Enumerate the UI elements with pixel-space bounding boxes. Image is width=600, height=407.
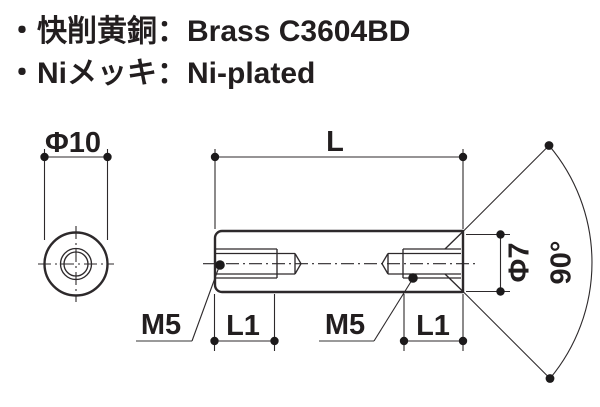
right-thread-label: M5 <box>325 309 365 341</box>
material-note-plating: ・Niメッキ：Ni-plated <box>7 57 315 90</box>
dimension-dot <box>496 287 505 296</box>
chamfer-edge <box>444 273 464 292</box>
dimension-dot <box>210 152 220 162</box>
right-tapped-hole <box>381 231 464 292</box>
left-tapped-hole <box>215 248 302 279</box>
length-label: L <box>326 126 344 158</box>
dimension-dot <box>103 152 112 162</box>
angle-arc <box>548 145 593 379</box>
length-dimension: L <box>210 126 468 229</box>
callout-leader-line <box>191 266 220 342</box>
dimension-dot <box>544 141 554 150</box>
dimension-dot <box>458 336 468 346</box>
leader-dot <box>215 260 225 270</box>
material-note-brass: ・快削黄銅：Brass C3604BD <box>7 14 410 48</box>
right-thread-callout: M5 <box>319 273 418 342</box>
dimension-dot <box>399 336 409 346</box>
drill-point-cone <box>381 253 389 265</box>
right-thread-depth-dimension: L1 <box>399 294 468 351</box>
chamfer-angle-label: 90° <box>546 241 578 285</box>
left-thread-callout: M5 <box>136 260 225 342</box>
angle-leg-upper <box>462 145 550 232</box>
dimension-dot <box>458 152 468 162</box>
angle-leg-lower <box>462 291 554 382</box>
front-diameter-label: Φ10 <box>45 127 101 159</box>
spacer-body-front <box>43 231 109 297</box>
front-view: Φ10 <box>38 127 114 302</box>
leader-dot <box>408 273 418 283</box>
dimension-dot <box>545 374 555 383</box>
side-view: L 90° Φ7 M5 <box>136 126 593 383</box>
left-thread-depth-label: L1 <box>226 310 260 342</box>
right-thread-depth-label: L1 <box>416 310 450 342</box>
dimension-dot <box>40 152 49 162</box>
callout-leader-line <box>373 279 413 342</box>
face-diameter-dimension: Φ7 <box>466 230 536 296</box>
drill-point-cone <box>294 263 302 275</box>
chamfer-angle-dimension: 90° <box>462 141 593 383</box>
left-thread-label: M5 <box>141 309 181 341</box>
face-diameter-label: Φ7 <box>504 243 536 283</box>
chamfer-edge <box>444 231 464 250</box>
drill-point-cone <box>294 253 302 265</box>
dimension-dot <box>210 336 219 346</box>
left-thread-depth-dimension: L1 <box>210 294 279 351</box>
dimension-dot <box>270 336 279 346</box>
drill-point-cone <box>381 263 389 275</box>
dimension-dot <box>496 230 505 239</box>
spacer-body-side <box>213 229 465 294</box>
